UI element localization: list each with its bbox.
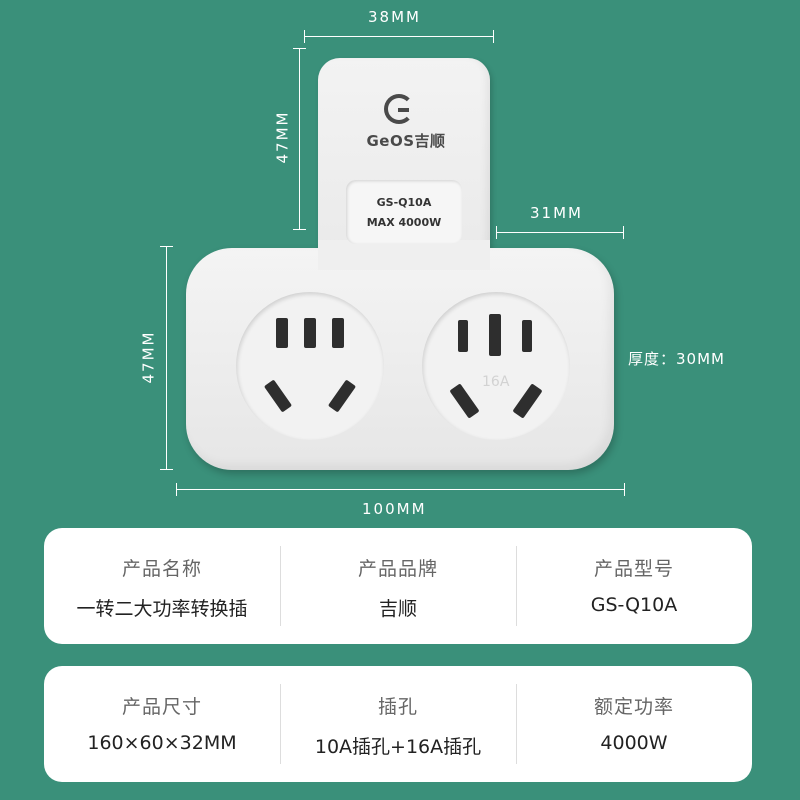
socket-left-slot bbox=[304, 318, 316, 348]
plug-neck bbox=[318, 240, 490, 270]
socket-left bbox=[236, 292, 384, 440]
thickness-label: 厚度：30MM bbox=[628, 350, 725, 368]
total-width-line bbox=[176, 489, 625, 490]
spec-cell-power: 额定功率 4000W bbox=[516, 666, 752, 782]
socket-right-slot bbox=[489, 314, 501, 356]
spec-divider bbox=[516, 684, 517, 764]
spec-card-1: 产品名称 一转二大功率转换插 产品品牌 吉顺 产品型号 GS-Q10A bbox=[44, 528, 752, 644]
total-width-tick-left bbox=[176, 483, 177, 496]
spec-value: 10A插孔+16A插孔 bbox=[314, 736, 482, 758]
spec-cell-size: 产品尺寸 160×60×32MM bbox=[44, 666, 280, 782]
brand-logo-icon bbox=[384, 94, 414, 124]
spec-divider bbox=[280, 684, 281, 764]
spec-label: 产品型号 bbox=[593, 558, 674, 580]
side-width-tick-left bbox=[496, 226, 497, 239]
spec-cell-product-name: 产品名称 一转二大功率转换插 bbox=[44, 528, 280, 644]
spec-cell-sockets: 插孔 10A插孔+16A插孔 bbox=[280, 666, 516, 782]
spec-divider bbox=[516, 546, 517, 626]
spec-cell-brand: 产品品牌 吉顺 bbox=[280, 528, 516, 644]
spec-label: 插孔 bbox=[377, 696, 418, 718]
socket-left-slot bbox=[332, 318, 344, 348]
spec-label: 额定功率 bbox=[593, 696, 674, 718]
socket-right-slot bbox=[449, 383, 480, 419]
top-height-tick-bottom bbox=[293, 229, 306, 230]
spec-divider bbox=[280, 546, 281, 626]
brand-logo-text: GeOS吉顺 bbox=[366, 132, 446, 150]
side-width-line bbox=[496, 232, 624, 233]
spec-label: 产品名称 bbox=[121, 558, 202, 580]
socket-right: 16A bbox=[422, 292, 570, 440]
top-width-tick-right bbox=[493, 30, 494, 43]
spec-value: 4000W bbox=[600, 732, 668, 754]
socket-right-slot bbox=[458, 320, 468, 352]
model-label-line2: MAX 4000W bbox=[366, 216, 442, 229]
side-width-label: 31MM bbox=[530, 204, 583, 222]
spec-value: GS-Q10A bbox=[590, 594, 678, 616]
spec-value: 吉顺 bbox=[378, 598, 417, 620]
socket-left-slot bbox=[327, 379, 357, 413]
spec-label: 产品品牌 bbox=[357, 558, 438, 580]
top-width-tick-left bbox=[304, 30, 305, 43]
total-width-tick-right bbox=[624, 483, 625, 496]
total-width-label: 100MM bbox=[362, 500, 427, 518]
top-width-line bbox=[304, 36, 494, 37]
spec-value: 一转二大功率转换插 bbox=[76, 598, 248, 620]
model-label-line1: GS-Q10A bbox=[376, 196, 432, 209]
socket-right-slot bbox=[512, 383, 543, 419]
socket-left-slot bbox=[276, 318, 288, 348]
model-label-box: GS-Q10A MAX 4000W bbox=[346, 180, 462, 244]
spec-value: 160×60×32MM bbox=[87, 732, 237, 754]
side-width-tick-right bbox=[623, 226, 624, 239]
body-height-line bbox=[166, 246, 167, 470]
socket-left-slot bbox=[263, 379, 293, 413]
body-height-tick-bottom bbox=[160, 469, 173, 470]
top-height-line bbox=[299, 48, 300, 230]
socket-rating-mark: 16A bbox=[482, 374, 510, 390]
spec-label: 产品尺寸 bbox=[121, 696, 202, 718]
spec-card-2: 产品尺寸 160×60×32MM 插孔 10A插孔+16A插孔 额定功率 400… bbox=[44, 666, 752, 782]
socket-right-slot bbox=[522, 320, 532, 352]
spec-cell-model: 产品型号 GS-Q10A bbox=[516, 528, 752, 644]
top-width-label: 38MM bbox=[368, 8, 421, 26]
body-height-tick-top bbox=[160, 246, 173, 247]
top-height-tick-top bbox=[293, 48, 306, 49]
